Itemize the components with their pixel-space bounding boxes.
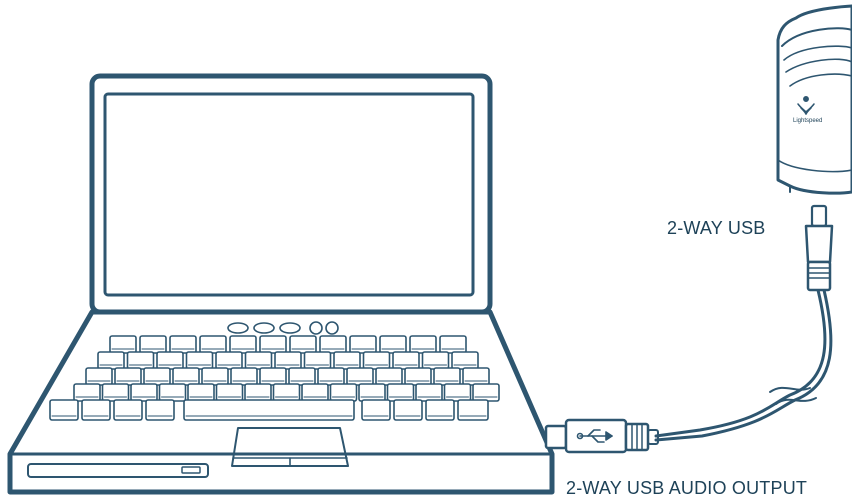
laptop-screen	[105, 94, 473, 295]
laptop-icon	[10, 76, 552, 492]
keyboard-key	[115, 368, 141, 385]
keyboard-key	[231, 368, 257, 385]
keyboard-key	[405, 368, 431, 385]
keyboard-key	[458, 400, 488, 420]
keyboard-key	[302, 384, 328, 401]
keyboard-key	[131, 384, 157, 401]
keyboard-key	[230, 336, 256, 353]
keyboard-key	[416, 384, 442, 401]
keyboard-key	[423, 352, 449, 369]
keyboard-key	[260, 368, 286, 385]
keyboard-key	[350, 336, 376, 353]
keyboard-key	[463, 368, 489, 385]
keyboard-key	[157, 352, 183, 369]
keyboard-key	[359, 384, 385, 401]
device-brand-text: Lightspeed	[793, 118, 822, 124]
keyboard-key	[245, 384, 271, 401]
keyboard-key	[445, 384, 471, 401]
keyboard-key	[305, 352, 331, 369]
keyboard-key	[217, 384, 243, 401]
keyboard-key	[320, 336, 346, 353]
keyboard-key	[364, 352, 390, 369]
usb-cable	[656, 290, 831, 440]
keyboard-key	[82, 400, 110, 420]
keyboard-key	[380, 336, 406, 353]
keyboard-key	[440, 336, 466, 353]
keyboard-key	[376, 368, 402, 385]
keyboard-key	[434, 368, 460, 385]
keyboard-key	[114, 400, 142, 420]
keyboard-key	[110, 336, 136, 353]
keyboard-key	[410, 336, 436, 353]
keyboard-key	[187, 352, 213, 369]
keyboard-key	[146, 400, 174, 420]
keyboard-key	[275, 352, 301, 369]
keyboard-key	[202, 368, 228, 385]
usb-connector-icon	[806, 206, 832, 290]
usb-plug-icon	[546, 420, 658, 452]
keyboard-key	[86, 368, 112, 385]
keyboard-key	[173, 368, 199, 385]
keyboard-key	[347, 368, 373, 385]
recorder-device-icon	[778, 6, 852, 193]
keyboard-key	[98, 352, 124, 369]
keyboard-key	[160, 384, 186, 401]
keyboard-key	[200, 336, 226, 353]
keyboard-icon	[50, 322, 499, 420]
laptop-lid	[92, 76, 490, 312]
spacebar-key	[184, 400, 354, 420]
usb-label: 2-WAY USB	[667, 218, 766, 239]
keyboard-key	[331, 384, 357, 401]
keyboard-key	[290, 336, 316, 353]
keyboard-key	[452, 352, 478, 369]
keyboard-key	[140, 336, 166, 353]
keyboard-key	[394, 400, 422, 420]
keyboard-key	[260, 336, 286, 353]
keyboard-key	[50, 400, 78, 420]
keyboard-key	[144, 368, 170, 385]
keyboard-key	[334, 352, 360, 369]
keyboard-key	[170, 336, 196, 353]
keyboard-key	[216, 352, 242, 369]
keyboard-key	[274, 384, 300, 401]
keyboard-key	[289, 368, 315, 385]
keyboard-key	[246, 352, 272, 369]
keyboard-key	[74, 384, 100, 401]
keyboard-key	[426, 400, 454, 420]
keyboard-key	[188, 384, 214, 401]
keyboard-key	[318, 368, 344, 385]
usb-audio-output-label: 2-WAY USB AUDIO OUTPUT	[566, 478, 807, 499]
keyboard-key	[103, 384, 129, 401]
keyboard-key	[128, 352, 154, 369]
keyboard-key	[362, 400, 390, 420]
keyboard-key	[393, 352, 419, 369]
keyboard-key	[388, 384, 414, 401]
keyboard-key	[473, 384, 499, 401]
